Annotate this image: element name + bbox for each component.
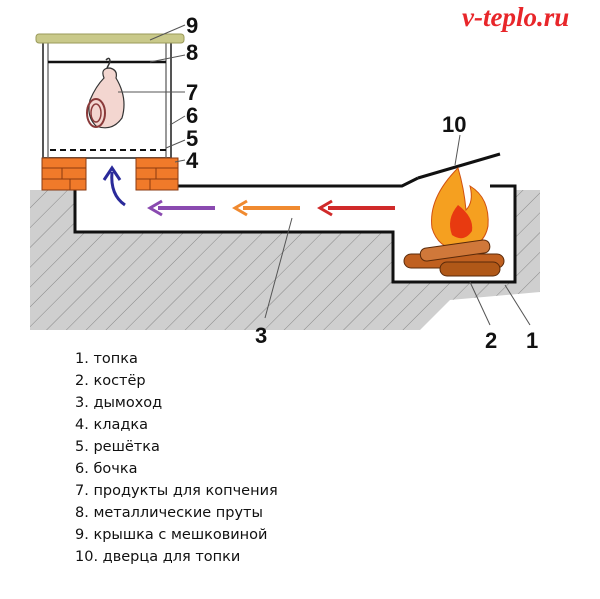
legend-item: 3. дымоход [75, 395, 163, 411]
legend-item: 6. бочка [75, 461, 138, 477]
campfire [403, 167, 505, 277]
label-4: 4 [186, 148, 199, 173]
label-9: 9 [186, 13, 198, 38]
legend-item: 8. металлические пруты [75, 505, 263, 521]
arrow-red [317, 199, 395, 217]
arrow-blue [102, 165, 126, 207]
legend-item: 2. костёр [75, 373, 146, 389]
label-3: 3 [255, 323, 267, 348]
legend-item: 5. решётка [75, 439, 160, 455]
arrow-purple [147, 199, 215, 217]
arrow-orange [232, 199, 300, 217]
label-1: 1 [526, 328, 538, 353]
label-2: 2 [485, 328, 497, 353]
chimney-channel [73, 176, 517, 284]
watermark: v-teplo.ru [462, 2, 570, 32]
legend-item: 4. кладка [75, 417, 149, 433]
label-7: 7 [186, 80, 198, 105]
meat [86, 57, 125, 129]
legend-item: 7. продукты для копчения [75, 483, 278, 499]
lid [35, 33, 185, 44]
ground [30, 190, 540, 330]
label-6: 6 [186, 103, 198, 128]
brickwork [41, 157, 179, 191]
legend: 1. топка 2. костёр 3. дымоход 4. кладка … [75, 348, 278, 568]
firebox-door [417, 152, 501, 180]
label-10: 10 [442, 112, 466, 137]
legend-item: 9. крышка с мешковиной [75, 527, 268, 543]
label-8: 8 [186, 40, 198, 65]
legend-item: 10. дверца для топки [75, 549, 241, 565]
label-5: 5 [186, 126, 198, 151]
legend-item: 1. топка [75, 351, 138, 367]
